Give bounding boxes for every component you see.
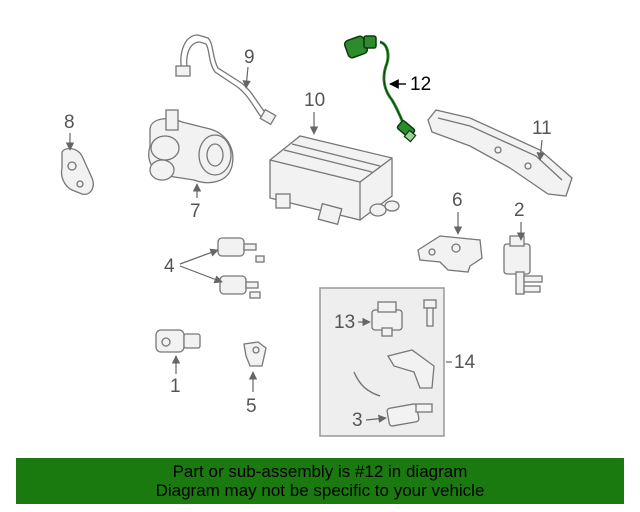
leader-4a [179,248,219,265]
part-2-solenoid[interactable] [503,235,543,295]
callout-14: 14 [454,352,476,373]
info-banner: Part or sub-assembly is #12 in diagram D… [16,458,624,504]
callout-11: 11 [532,118,552,139]
callout-8: 8 [64,112,75,133]
callout-4: 4 [164,256,175,277]
part-6-mount-bracket[interactable] [417,235,483,273]
part-12-oxygen-sensor[interactable] [343,35,417,143]
callout-3: 3 [352,410,363,431]
leader-11 [536,139,545,161]
part-1-sensor[interactable] [155,329,201,353]
leader-9 [242,66,251,89]
part-10-canister[interactable] [269,135,400,226]
part-5-small-bracket[interactable] [243,341,267,367]
callout-7: 7 [190,201,201,222]
part-14-contents[interactable] [353,299,437,427]
part-4-vacuum-valves[interactable] [217,237,265,299]
callout-6: 6 [452,190,463,211]
callout-13: 13 [334,312,355,333]
part-7-egr-valve[interactable] [148,109,234,184]
banner-line-2: Diagram may not be specific to your vehi… [155,481,485,500]
callout-12: 12 [410,74,431,95]
leader-3 [365,414,387,423]
callout-10: 10 [304,90,325,111]
part-11-bracket[interactable] [427,109,573,197]
callout-1: 1 [170,376,181,397]
leader-4b [179,265,223,284]
callout-5: 5 [246,396,257,417]
banner-line-1: Part or sub-assembly is #12 in diagram [172,462,468,481]
part-8-gasket[interactable] [60,147,94,195]
callout-9: 9 [244,47,255,68]
parts-diagram: 9 8 7 12 10 [60,34,573,437]
callout-2: 2 [514,200,525,221]
part-9-pipe[interactable] [175,34,277,126]
